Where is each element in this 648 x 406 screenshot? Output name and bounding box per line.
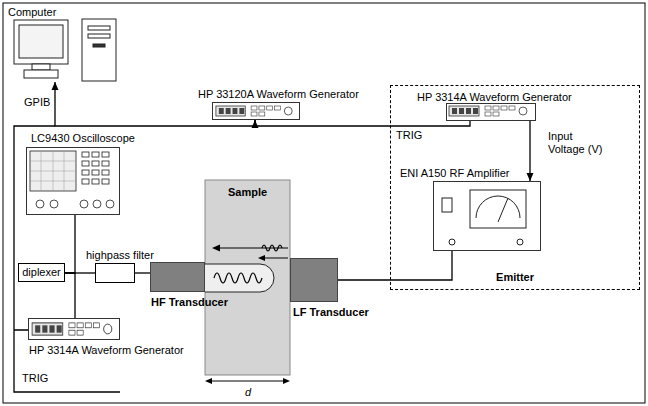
node-label: ENI A150 RF Amplifier	[400, 167, 509, 180]
waveform-generator: HP 3314A Waveform Generator	[28, 318, 120, 340]
edge-label: TRIG	[394, 129, 424, 142]
hf-transducer: HF Transducer	[150, 262, 205, 292]
generator-panel	[449, 106, 527, 116]
node-label: HP 33120A Waveform Generator	[198, 88, 359, 101]
oscilloscope-panel	[30, 151, 114, 208]
lf-transducer: LF Transducer	[290, 258, 338, 302]
edge-label: GPIB	[22, 96, 52, 109]
node-label: HP 3314A Waveform Generator	[417, 91, 572, 104]
dimension-line	[210, 381, 285, 382]
emitter-group: Emitter HP 3314A Waveform GeneratorENI A1…	[390, 85, 640, 290]
arrowhead	[212, 245, 220, 252]
wave-train	[214, 273, 262, 283]
arrowhead	[527, 173, 534, 181]
arrowhead	[283, 378, 290, 384]
node-label: diplexer	[22, 266, 61, 279]
computer-icon	[14, 19, 116, 81]
connector	[65, 273, 75, 318]
node-label: Computer	[8, 6, 56, 19]
connector	[338, 251, 452, 280]
wave-packet	[262, 245, 282, 251]
node-label: Sample	[205, 186, 290, 199]
rf-amplifier: ENI A150 RF Amplifier	[433, 181, 541, 251]
waveform-generator: HP 3314A Waveform Generator	[446, 103, 536, 121]
connector	[529, 121, 530, 181]
dimension-label: d	[243, 386, 253, 399]
node-label: Emitter	[391, 271, 639, 284]
connector	[255, 120, 470, 126]
amplifier-panel	[442, 190, 526, 245]
filter-box: highpass filter	[95, 263, 135, 283]
node-label: LC9430 Oscilloscope	[31, 132, 135, 145]
edge-label: Input Voltage (V)	[546, 130, 614, 156]
computer: Computer	[12, 18, 118, 82]
node-label: HF Transducer	[151, 296, 228, 309]
connector	[65, 215, 75, 273]
frame	[3, 3, 645, 403]
connector	[135, 272, 150, 273]
generator-panel	[32, 323, 112, 335]
waveform-generator: HP 33120A Waveform Generator	[212, 102, 300, 120]
node-label: highpass filter	[86, 249, 154, 262]
node-label: HP 3314A Waveform Generator	[29, 344, 184, 357]
sample: Sample	[205, 180, 290, 375]
cavity	[205, 264, 274, 292]
diplexer-box: diplexer	[18, 263, 65, 282]
generator-panel	[216, 106, 292, 116]
arrowhead	[258, 255, 265, 261]
arrowhead	[52, 82, 59, 90]
node-label: LF Transducer	[293, 306, 369, 319]
oscilloscope: LC9430 Oscilloscope	[26, 147, 120, 215]
trigger-label: TRIG	[20, 372, 50, 385]
propagation-arrow	[216, 247, 288, 248]
propagation-arrow	[262, 258, 288, 259]
arrowhead	[205, 378, 212, 384]
sample-block	[205, 180, 290, 375]
